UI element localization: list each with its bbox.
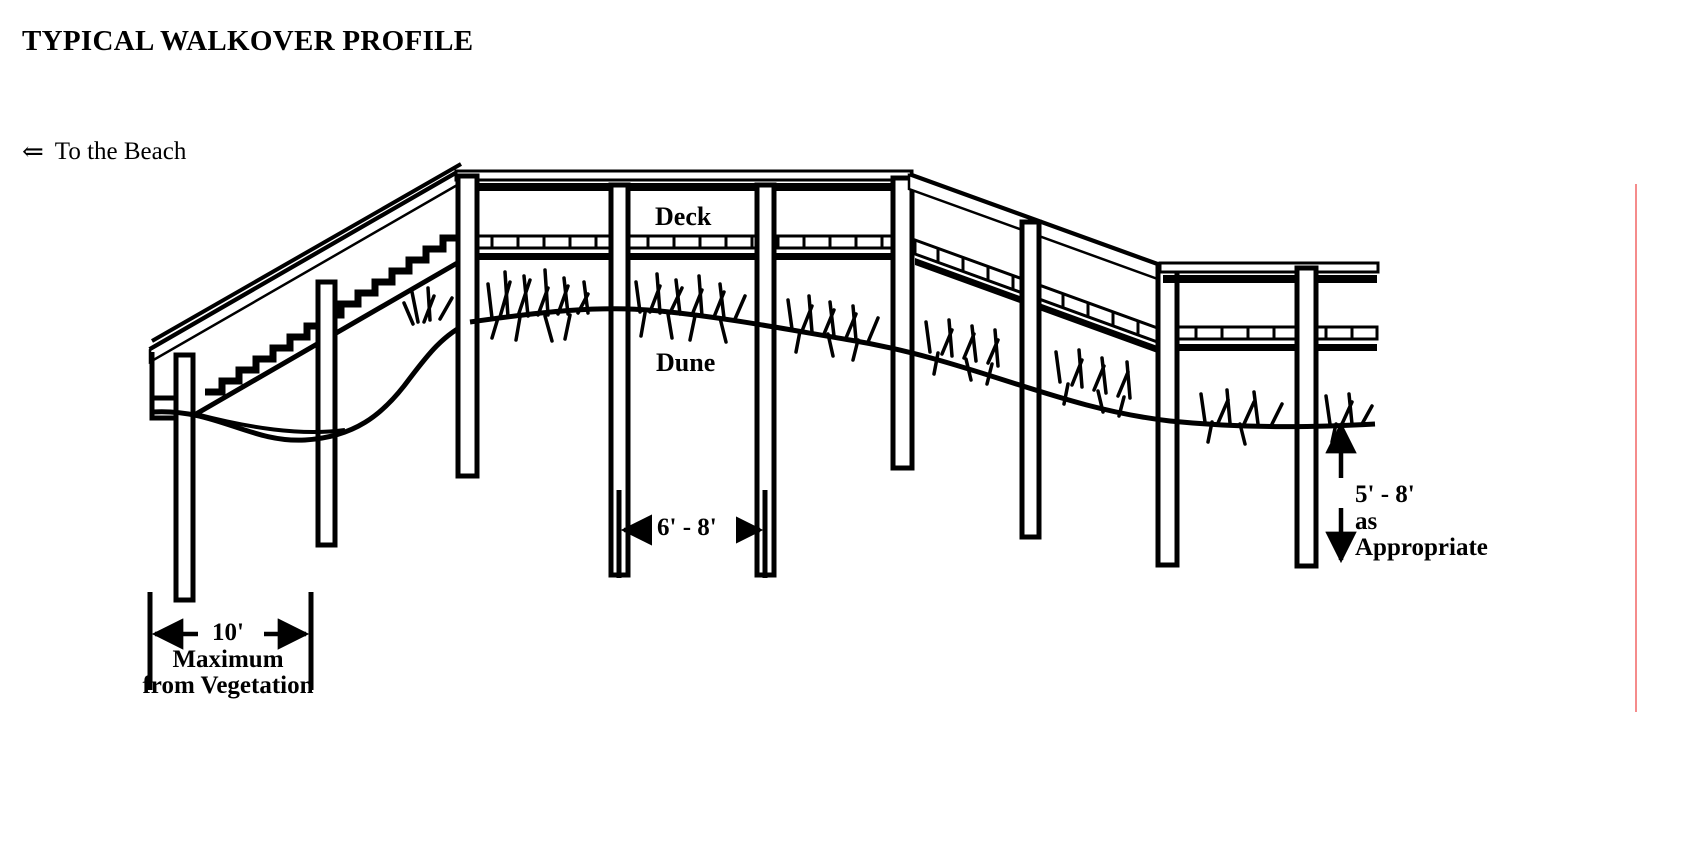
beach-direction-label: To the Beach [54, 138, 187, 165]
vegetation-setback-label: 10' Maximum from Vegetation [133, 619, 323, 700]
beach-sand-contour-secondary [195, 412, 346, 435]
dune-ground-line [469, 306, 1376, 430]
support-post [315, 279, 338, 548]
left-arrow-icon: ⇐ [22, 137, 44, 166]
dune-profile [402, 268, 1376, 446]
deck-top-rail [454, 169, 914, 182]
beach-direction-note: ⇐ To the Beach [22, 138, 186, 166]
page-title: TYPICAL WALKOVER PROFILE [22, 25, 474, 57]
deck-mid-rail [472, 234, 913, 260]
dimension-text-mask [652, 513, 736, 547]
deck-height-value: 5' - 8' [1355, 481, 1415, 508]
landing-top-rail [1158, 261, 1380, 274]
dune-vegetation [402, 268, 1374, 446]
deck-label: Deck [655, 202, 712, 231]
dimension-text-mask [1325, 478, 1397, 508]
beach-sand-contour [151, 319, 472, 443]
landing-mid-rail [1176, 325, 1379, 351]
landing-platform [1158, 261, 1380, 569]
deck-section [454, 169, 915, 578]
support-post [1294, 265, 1319, 569]
stair-end-bracket [149, 395, 179, 421]
deck-height-qualifier-2: Appropriate [1355, 534, 1488, 561]
support-post [455, 173, 480, 479]
landing-top-rail-shadow [1163, 275, 1377, 283]
dune-label: Dune [656, 348, 716, 377]
setback-line-3: from Vegetation [142, 672, 314, 699]
deck-height-qualifier-1: as [1355, 507, 1378, 535]
deck-top-rail-shadow [459, 183, 912, 191]
ramp-section [907, 172, 1180, 568]
support-post [1155, 262, 1180, 568]
deck-height-label: 5' - 8' as Appropriate [1355, 481, 1488, 562]
post-spacing-label: 6' - 8' [657, 514, 717, 541]
setback-value: 10' [212, 619, 244, 646]
vegetation-setback-dimension [147, 592, 314, 690]
post-spacing-dimension [616, 490, 768, 578]
deck-height-dimension [1325, 421, 1397, 564]
setback-line-2: Maximum [172, 645, 284, 673]
stair-section [148, 162, 472, 603]
support-post [890, 175, 915, 471]
support-post [1019, 219, 1042, 540]
support-post [173, 352, 196, 603]
dimension-text-mask [198, 617, 264, 651]
